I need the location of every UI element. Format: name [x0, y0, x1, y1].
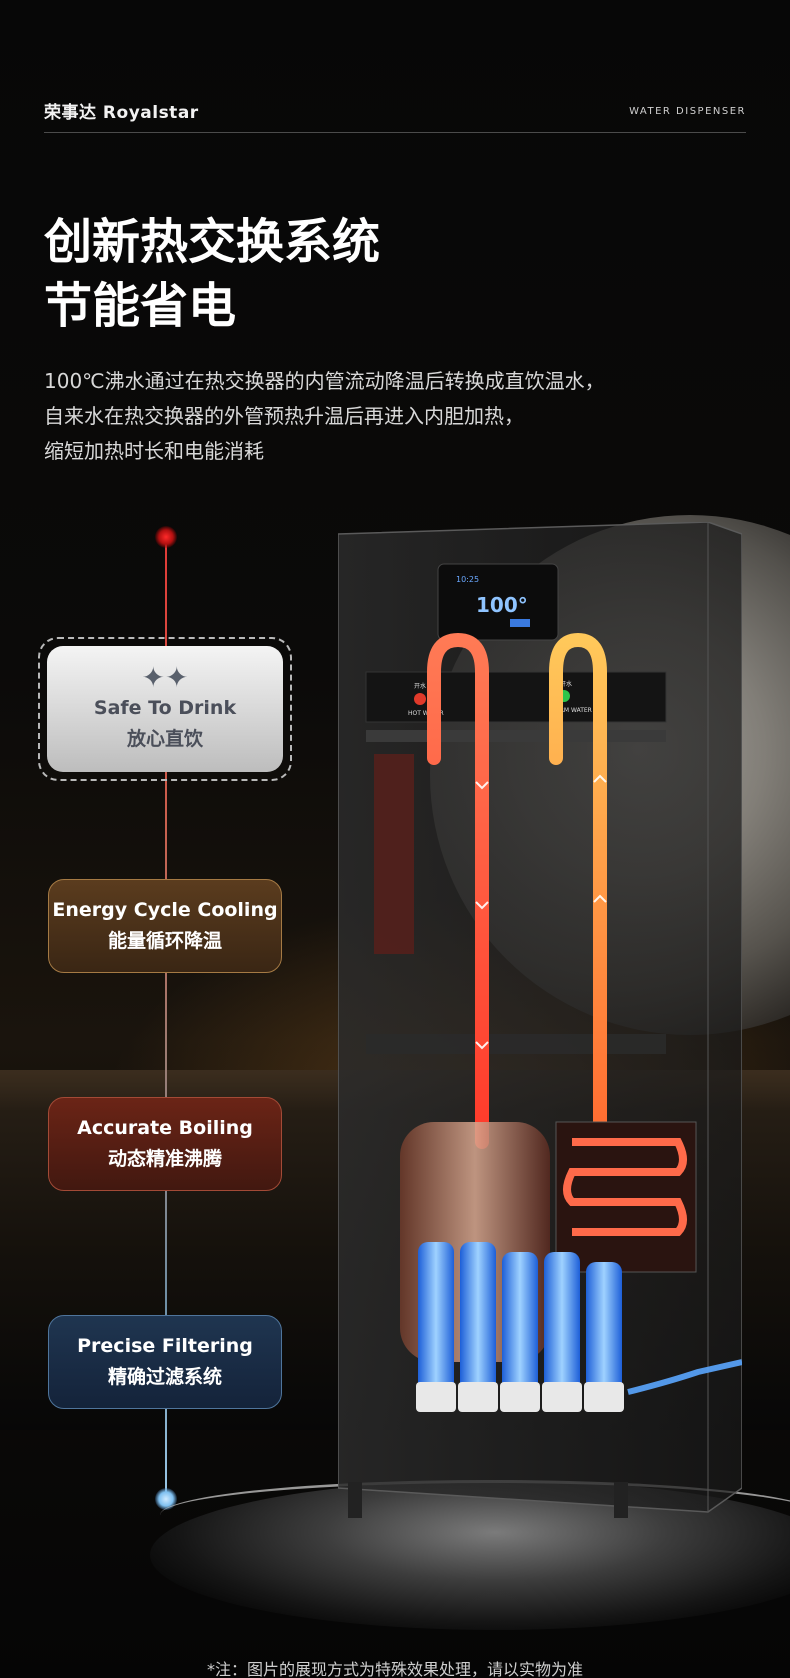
flow-chevrons — [475, 774, 607, 1050]
foot — [348, 1482, 362, 1518]
header-divider — [44, 132, 746, 133]
dispenser-svg: 10:25 100° HOT WATER 开水 WARM WATER 温开水 — [338, 522, 742, 1518]
feature-card-safe-to-drink[interactable]: ✦✦ Safe To Drink 放心直饮 — [47, 646, 283, 772]
filter-cartridge — [544, 1252, 580, 1412]
inlet-pipe — [627, 1359, 742, 1395]
description-line: 100℃沸水通过在热交换器的内管流动降温后转换成直饮温水， — [44, 369, 605, 393]
drip-tray — [366, 1034, 666, 1054]
sparkle-icon: ✦✦ — [141, 661, 189, 694]
feature-zh: 放心直饮 — [126, 728, 203, 750]
warm-water-label: WARM WATER — [550, 707, 592, 714]
feature-card-precise-filtering[interactable]: Precise Filtering 精确过滤系统 — [48, 1315, 282, 1409]
hot-water-label-zh: 开水 — [414, 682, 426, 690]
warm-water-label-zh: 温开水 — [554, 680, 572, 688]
brand-logo: 荣事达 Royalstar — [44, 103, 199, 123]
filter-cartridge — [418, 1242, 454, 1412]
hero-title: 创新热交换系统 节能省电 — [44, 210, 380, 338]
hero-description: 100℃沸水通过在热交换器的内管流动降温后转换成直饮温水， 自来水在热交换器的外… — [44, 364, 744, 469]
feature-en: Energy Cycle Cooling — [52, 899, 278, 921]
exchanger-coil — [563, 1138, 687, 1236]
hot-water-pipe — [427, 632, 489, 1149]
feature-zh: 动态精准沸腾 — [107, 1148, 222, 1170]
timeline-line — [165, 536, 167, 1498]
description-line: 自来水在热交换器的外管预热升温后再进入内胆加热， — [44, 404, 524, 428]
feature-card-highlight-frame — [38, 637, 292, 781]
hero-title-line1: 创新热交换系统 — [44, 214, 381, 270]
feature-en: Accurate Boiling — [77, 1117, 253, 1139]
footnote: *注：图片的展现方式为特殊效果处理，请以实物为准 — [206, 1660, 583, 1678]
filter-cartridge — [460, 1242, 496, 1412]
side-column — [374, 754, 414, 954]
description-line: 缩短加热时长和电能消耗 — [44, 439, 264, 463]
feature-zh: 精确过滤系统 — [107, 1366, 222, 1388]
timeline-dot-top — [155, 526, 177, 548]
feature-en: Precise Filtering — [77, 1335, 253, 1357]
filter-cartridges — [416, 1242, 742, 1412]
dispenser-illustration: 10:25 100° HOT WATER 开水 WARM WATER 温开水 — [338, 522, 742, 1522]
feature-zh: 能量循环降温 — [107, 930, 222, 952]
hot-water-button[interactable] — [414, 693, 426, 705]
feature-card-energy-cycle-cooling[interactable]: Energy Cycle Cooling 能量循环降温 — [48, 879, 282, 973]
product-tag: WATER DISPENSER — [629, 106, 746, 117]
display-time: 10:25 — [456, 575, 479, 584]
dispenser-body — [338, 522, 742, 1513]
dispense-shelf — [366, 730, 666, 742]
feature-en: Safe To Drink — [93, 697, 237, 719]
filter-cartridge — [502, 1252, 538, 1412]
heat-exchanger — [555, 1121, 697, 1273]
display-temperature: 100° — [476, 593, 528, 617]
display-level-bar — [510, 619, 530, 627]
feature-card-accurate-boiling[interactable]: Accurate Boiling 动态精准沸腾 — [48, 1097, 282, 1191]
hero-title-line2: 节能省电 — [44, 278, 237, 334]
warm-water-pipe — [549, 632, 607, 1149]
filter-cartridge — [586, 1262, 622, 1412]
foot — [614, 1482, 628, 1518]
hot-water-label: HOT WATER — [408, 710, 444, 717]
